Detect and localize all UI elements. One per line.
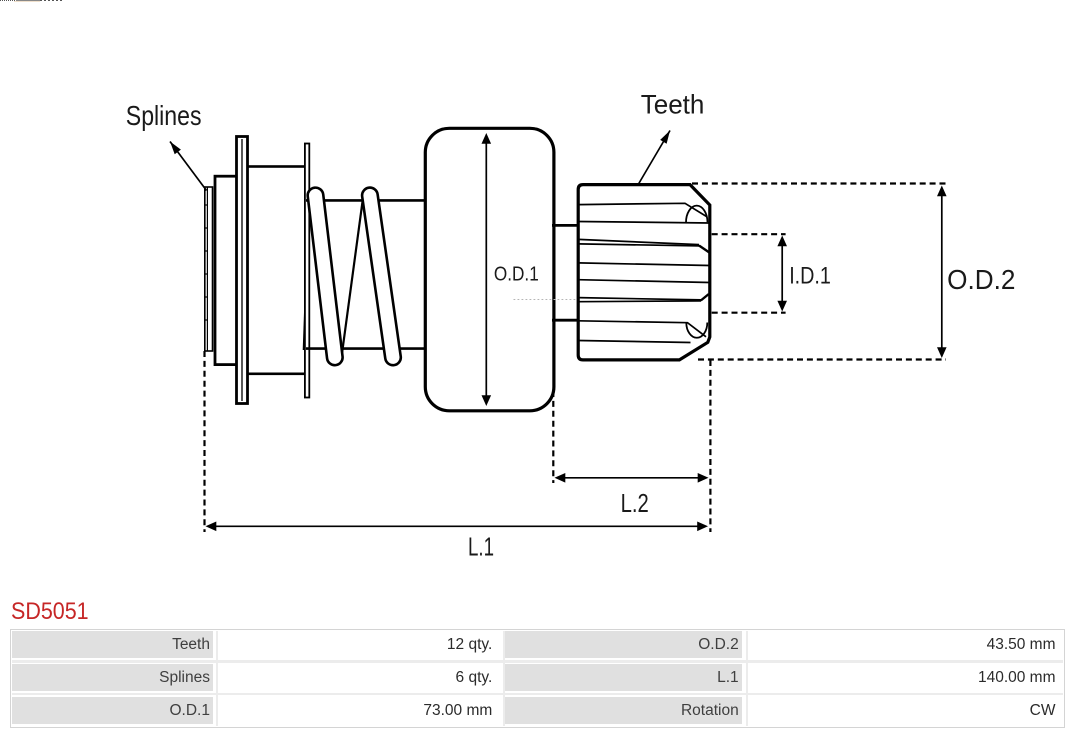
svg-text:L.1: L.1 (468, 531, 494, 561)
svg-text:O.D.2: O.D.2 (947, 265, 1015, 296)
svg-text:Teeth: Teeth (641, 89, 705, 120)
svg-text:O.D.1: O.D.1 (494, 263, 539, 286)
svg-text:Splines: Splines (126, 101, 202, 131)
svg-text:I.D.1: I.D.1 (789, 262, 831, 289)
svg-text:L.2: L.2 (621, 489, 649, 518)
